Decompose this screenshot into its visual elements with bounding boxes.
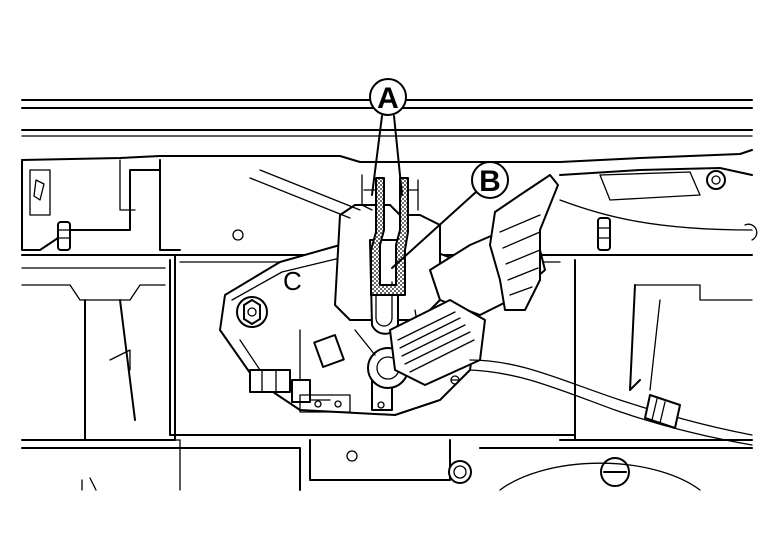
release-cable	[249, 169, 753, 231]
callout-a-leader-left	[371, 115, 383, 196]
harness-connector	[389, 174, 753, 446]
lock-clip	[291, 379, 311, 403]
callout-b: B	[391, 161, 509, 269]
lower-grommet	[448, 460, 472, 484]
callout-b-circle	[471, 161, 509, 199]
left-bolt	[57, 221, 71, 251]
callout-a: A	[369, 78, 407, 196]
callout-b-leader	[391, 191, 477, 269]
lock-switch	[313, 334, 345, 368]
stamped-letter: C	[283, 266, 302, 296]
lock-mounting-bolt	[236, 296, 268, 328]
right-bolt	[597, 217, 611, 251]
lower-structure	[21, 439, 753, 491]
callout-a-label: A	[377, 82, 399, 115]
callout-a-leader-right	[393, 115, 403, 196]
right-bracket	[559, 167, 758, 441]
callout-a-circle	[369, 78, 407, 116]
right-upper-bolt	[706, 170, 726, 190]
left-bracket	[21, 159, 244, 441]
lock-connector	[249, 369, 291, 393]
callout-b-label: B	[479, 165, 501, 198]
